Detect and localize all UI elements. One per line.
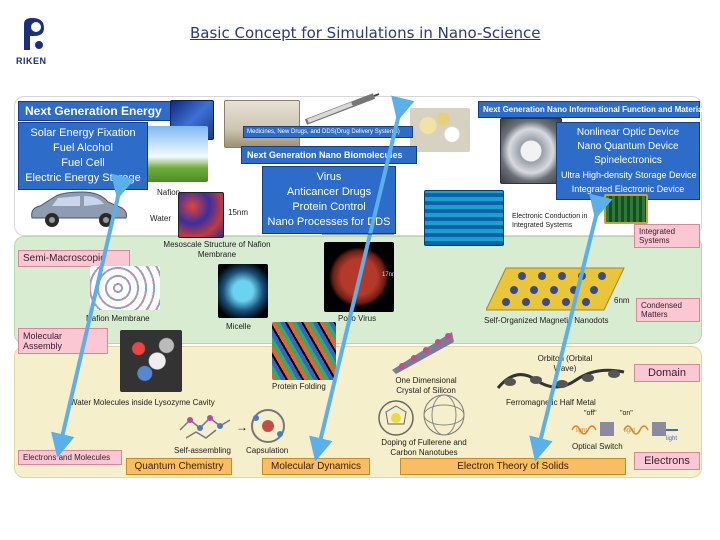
mesoscale-caption: Mesoscale Structure of Nafion Membrane [163,240,271,259]
scale-15nm: 15nm [228,208,249,217]
electrons-label: Electrons [634,452,700,470]
logo-text: RIKEN [16,56,47,66]
arrow-nanoinfo [529,193,613,462]
nanoinfo-item: Integrated Electronic Device [571,184,685,194]
nafion-label: Nafion [157,188,181,197]
capsulation-caption: Capsulation [246,446,289,455]
nanoinfo-item: Spinelectronics [594,155,662,166]
integrated-systems-label: Integrated Systems [634,224,700,248]
scale-6nm: 6nm [614,296,630,305]
one-dim-crystal-caption: One Dimensional Crystal of Silicon [395,376,457,395]
nanoinfo-header: Next Generation Nano Informational Funct… [478,101,709,118]
self-assembling-caption: Self-assembling [174,446,231,455]
condensed-matters-label: Condensed Matters [636,298,700,322]
domain-label: Domain [634,364,700,382]
riken-logo [16,14,50,54]
page-title: Basic Concept for Simulations in Nano-Sc… [190,24,541,42]
method-quantum-chemistry: Quantum Chemistry [126,458,232,475]
energy-item: Solar Energy Fixation [30,127,136,139]
arrow-energy [51,173,135,458]
light-label-3: light [666,436,678,442]
field-sky-image [146,126,208,182]
water-label: Water [150,214,172,223]
hard-drive-image [500,118,562,184]
method-electron-theory: Electron Theory of Solids [400,458,626,475]
nanoinfo-item: Ultra High-density Storage Device [561,170,697,180]
optical-on-label: "on" [620,410,633,417]
nanoinfo-item: Nonlinear Optic Device [576,127,680,138]
nanoinfo-item: Nano Quantum Device [577,141,679,152]
capsulation-image [248,406,288,446]
micelle-image [218,264,268,318]
energy-item: Fuel Alcohol [53,142,113,154]
assembly-arrow-glyph: → [236,420,248,434]
micelle-caption: Micelle [226,322,251,331]
nanoinfo-list: Nonlinear Optic Device Nano Quantum Devi… [556,122,700,200]
self-assembling-image [176,410,236,444]
nafion-cube-image [178,192,224,238]
water-lysozyme-caption: Water Molecules inside Lysozyme Cavity [70,398,215,407]
light-label-2: light [624,428,636,434]
integrated-circuit-image [424,190,504,246]
arrow-bio [309,95,415,462]
energy-item: Fuel Cell [61,157,105,169]
protein-folding-caption: Protein Folding [272,382,326,391]
doping-caption: Doping of Fullerene and Carbon Nanotubes [381,438,467,457]
energy-header: Next Generation Energy [18,101,176,121]
nanotube-image [420,392,468,438]
pills-image [410,108,470,152]
